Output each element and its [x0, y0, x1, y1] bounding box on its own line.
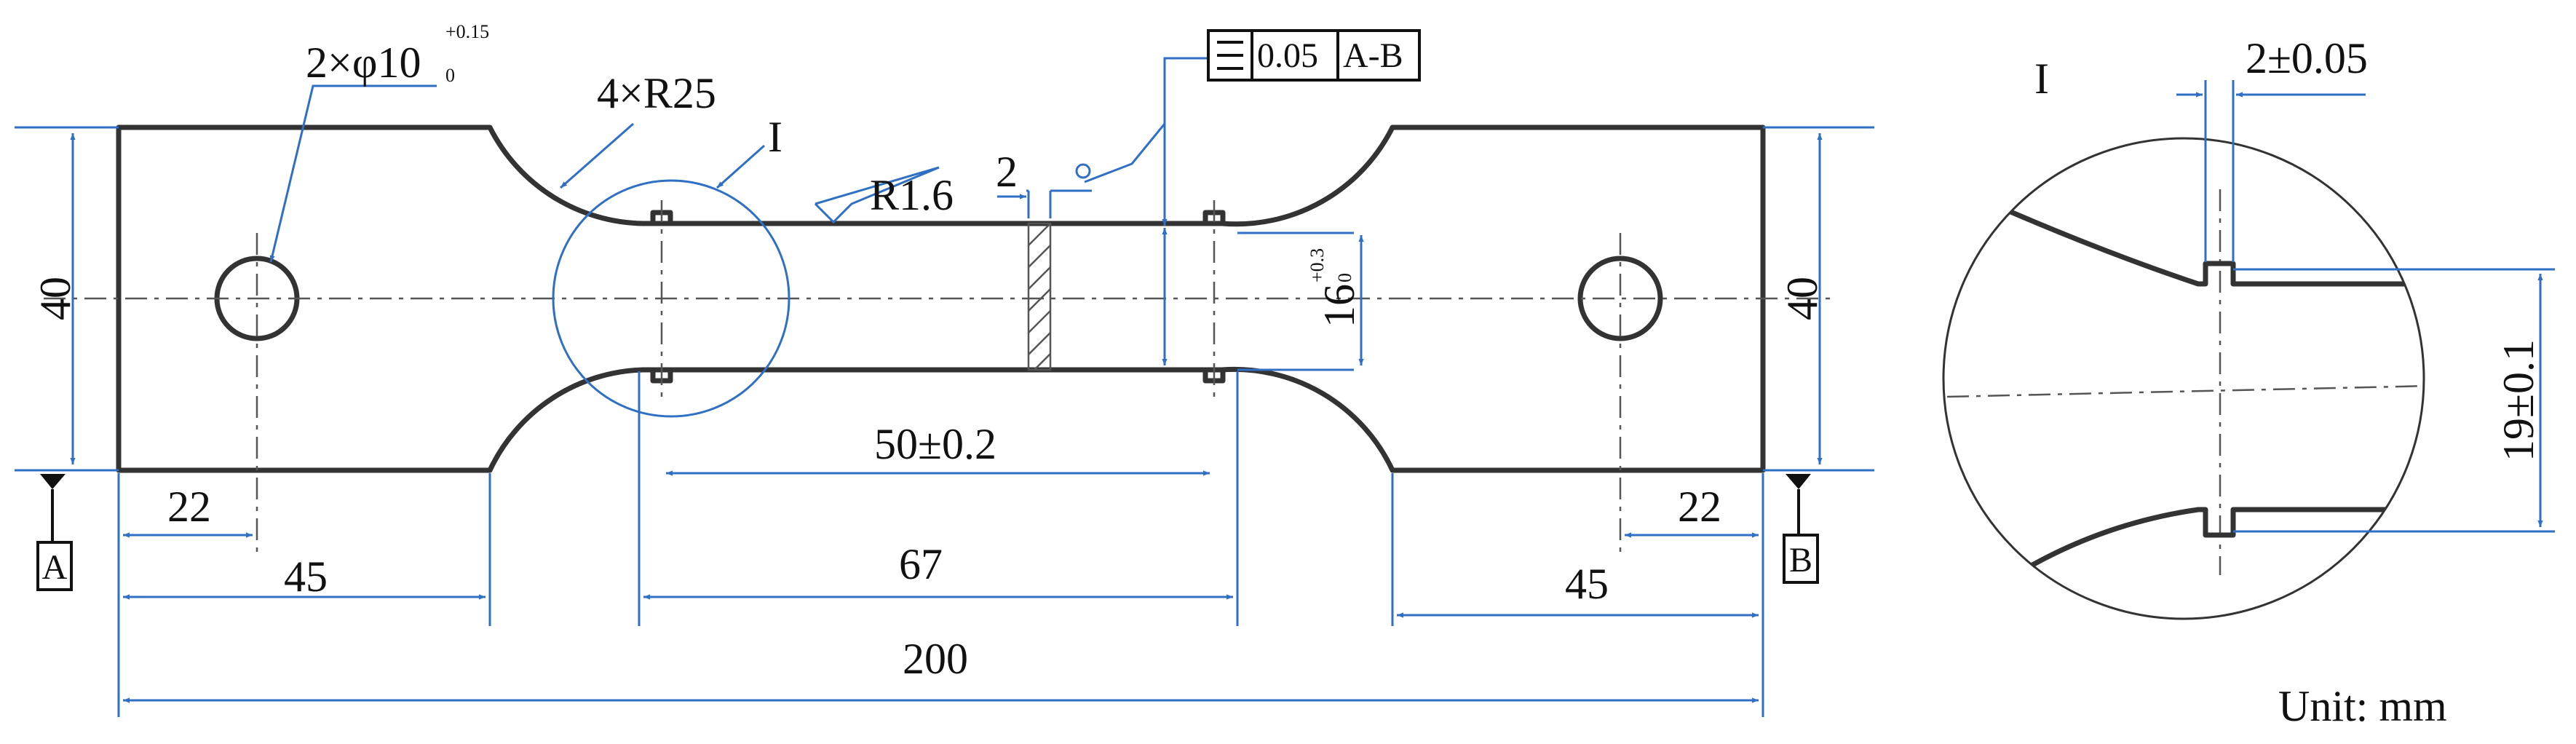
unit-label: Unit: mm — [2278, 682, 2447, 730]
groove-width-label: 2 — [996, 148, 1018, 196]
height-right-label: 40 — [1778, 277, 1826, 320]
hole-callout: 2×φ10 — [306, 39, 421, 87]
datum-b-label: B — [1789, 541, 1812, 579]
detail-width-label: 19±0.1 — [2494, 339, 2543, 462]
roughness-label: R1.6 — [870, 171, 954, 219]
flatness-datum: A-B — [1343, 36, 1403, 75]
neck-tol-lower: 0 — [1334, 273, 1355, 282]
hole-offset-left-label: 22 — [167, 483, 211, 531]
detail-marker: I — [768, 113, 782, 161]
grip-left-label: 45 — [284, 553, 328, 601]
flatness-frame — [1207, 29, 1421, 82]
detail-groove-label: 2±0.05 — [2246, 34, 2368, 82]
reduced-length-label: 67 — [899, 540, 943, 588]
radius-callout: 4×R25 — [597, 69, 716, 117]
overall-length-label: 200 — [903, 635, 968, 683]
datum-b — [1783, 474, 1819, 584]
datum-a — [36, 474, 73, 591]
flatness-value: 0.05 — [1257, 36, 1318, 75]
center-lines — [44, 200, 1834, 553]
height-left-label: 40 — [31, 277, 79, 320]
section-hatch — [1027, 222, 1052, 371]
hole-tol-lower: 0 — [445, 65, 455, 86]
datum-a-label: A — [42, 548, 68, 587]
hole-tol-upper: +0.15 — [445, 21, 489, 42]
dimension-lines — [15, 57, 1874, 717]
neck-width-label: 16 — [1315, 284, 1363, 328]
detail-title: I — [2034, 55, 2049, 103]
hole-right — [1577, 256, 1663, 341]
hole-offset-right-label: 22 — [1678, 483, 1721, 531]
gauge-length-label: 50±0.2 — [874, 420, 996, 468]
grip-right-label: 45 — [1565, 560, 1609, 608]
detail-view — [1942, 80, 2555, 620]
neck-tol-upper: +0.3 — [1307, 248, 1328, 282]
detail-circle-main — [552, 179, 790, 418]
